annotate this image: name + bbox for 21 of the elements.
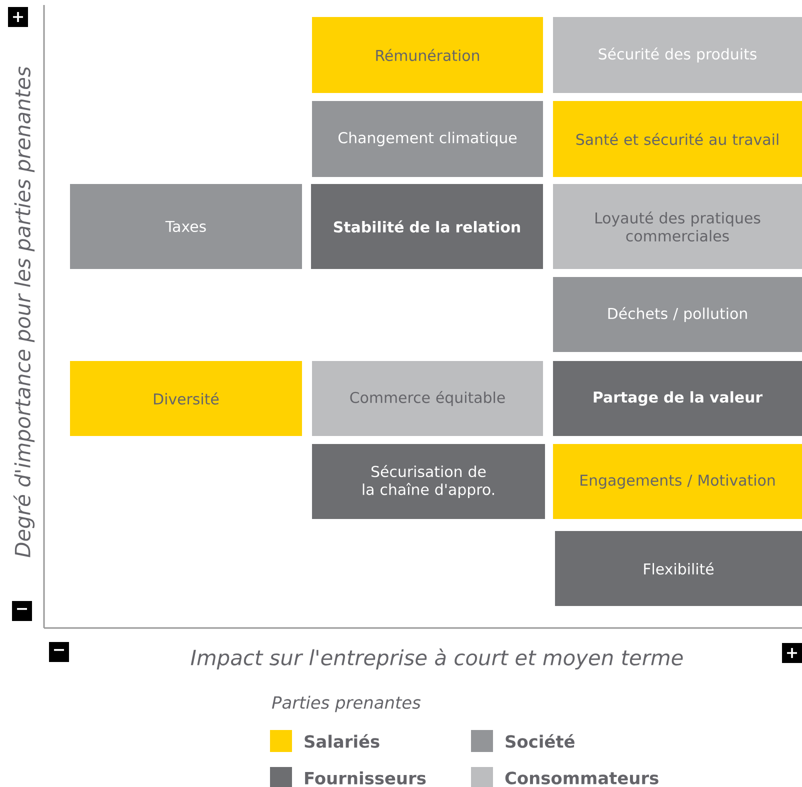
axis-title: Impact sur l'entreprise à court et moyen terme [190,648,683,670]
issue-box: Sécurité des produits [553,17,802,93]
issue-box: Déchets / pollution [553,277,802,352]
legend-title: Parties prenantes [272,696,421,712]
issue-box: Partage de la valeur [553,361,802,436]
issue-box: Changement climatique [312,101,543,177]
issue-box: Diversité [70,361,302,436]
issue-box: Sécurisation de la chaîne d'appro. [312,444,545,519]
axis-title: Degré d'importance pour les parties prenantes [13,66,35,558]
issue-box: Taxes [70,184,302,269]
legend-label: Salariés [304,734,380,748]
issue-box: Rémunération [312,17,543,93]
legend-label: Société [506,734,574,748]
issue-box: Stabilité de la relation [311,184,543,269]
issue-box: Flexibilité [555,531,802,606]
issue-box: Santé et sécurité au travail [553,101,802,177]
issue-box: Engagements / Motivation [553,444,802,519]
issue-box: Loyauté des pratiques commerciales [553,184,802,269]
legend-label: Fournisseurs [305,771,426,785]
issue-box: Commerce équitable [312,361,543,436]
legend-label: Consommateurs [505,772,658,784]
